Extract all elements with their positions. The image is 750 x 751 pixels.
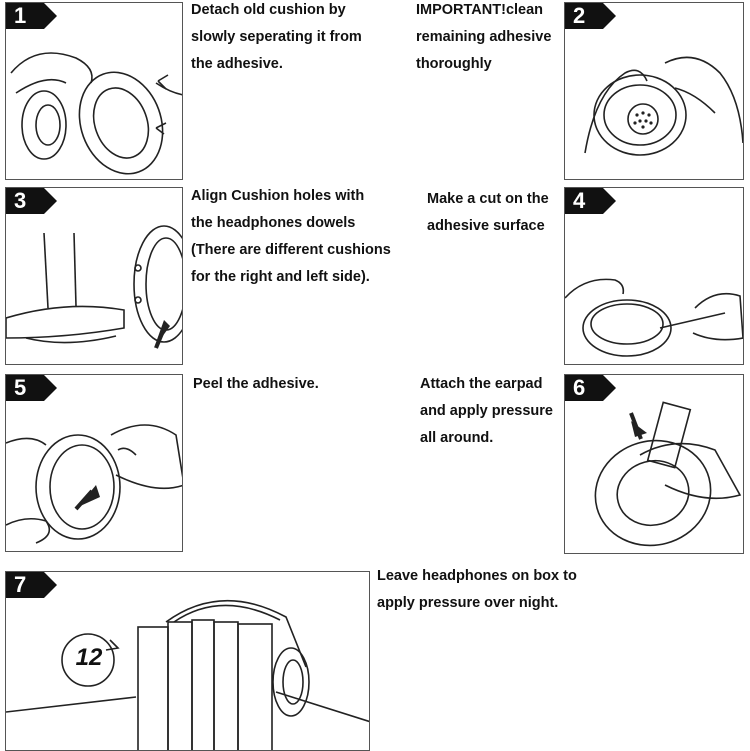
- step-6-panel: 6: [564, 374, 744, 554]
- step-3-text: Align Cushion holes with the headphones …: [191, 188, 391, 285]
- step-7-badge: 7: [6, 572, 57, 598]
- step-3-panel: 3: [5, 187, 183, 365]
- step-6-badge: 6: [565, 375, 616, 401]
- step-1-illustration: [10, 52, 182, 175]
- step-5-panel: 5: [5, 374, 183, 552]
- step-7-illustration: [6, 599, 369, 750]
- step-7-panel: 7 12: [5, 571, 370, 751]
- step-6-illustration: [594, 401, 742, 547]
- step-3-badge: 3: [6, 188, 57, 214]
- step-4-text: Make a cut on the adhesive surface: [427, 191, 549, 234]
- step-2-badge: 2: [565, 3, 616, 29]
- step-5-badge: 5: [6, 375, 57, 401]
- step-1-panel: 1: [5, 2, 183, 180]
- clock-12-label: 12: [75, 644, 103, 671]
- step-2-text: IMPORTANT!clean remaining adhesive thoro…: [416, 2, 552, 72]
- step-2-panel: 2: [564, 2, 744, 180]
- step-4-panel: 4: [564, 187, 744, 365]
- step-4-illustration: [565, 278, 743, 357]
- step-3-illustration: [6, 225, 182, 349]
- step-1-text: Detach old cushion by slowly seperating …: [191, 2, 362, 72]
- step-7-text: Leave headphones on box to apply pressur…: [377, 568, 577, 611]
- step-5-text: Peel the adhesive.: [193, 376, 319, 392]
- step-2-illustration: [584, 56, 743, 156]
- step-1-badge: 1: [6, 3, 57, 29]
- step-4-badge: 4: [565, 188, 616, 214]
- step-5-illustration: [6, 424, 182, 544]
- step-6-text: Attach the earpad and apply pressure all…: [420, 376, 553, 446]
